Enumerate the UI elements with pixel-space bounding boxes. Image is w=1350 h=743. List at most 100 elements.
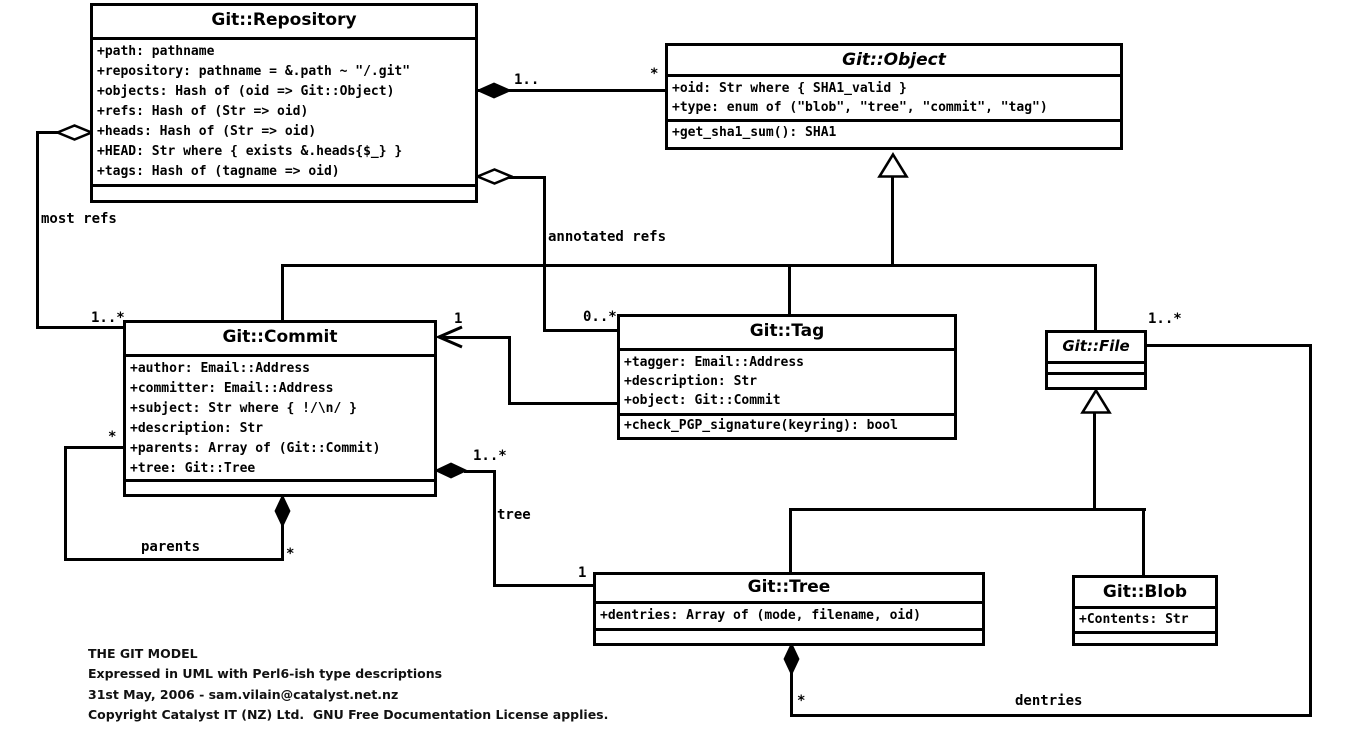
class-attributes: +path: pathname +repository: pathname = … <box>93 40 475 187</box>
edge-parents <box>64 446 123 449</box>
attribute: +type: enum of ("blob", "tree", "commit"… <box>672 100 1048 115</box>
multiplicity-label: * <box>797 693 806 709</box>
class-title: Git::Commit <box>126 323 434 357</box>
multiplicity-label: 0..* <box>583 309 617 325</box>
edge-file-generalization <box>789 508 792 572</box>
class-git-blob: Git::Blob +Contents: Str <box>1072 575 1218 646</box>
edge-label-parents: parents <box>141 539 201 555</box>
class-title: Git::Blob <box>1075 578 1215 609</box>
edge-dentries <box>790 672 793 717</box>
attribute: +dentries: Array of (mode, filename, oid… <box>600 608 921 623</box>
edge-dentries <box>1309 344 1312 717</box>
edge-label-most-refs: most refs <box>41 211 117 227</box>
class-methods <box>126 482 434 494</box>
edge-tree <box>464 470 496 473</box>
edge-tag-object <box>508 402 617 405</box>
attribute: +committer: Email::Address <box>130 381 334 396</box>
edge-parents <box>64 446 67 561</box>
class-methods <box>93 187 475 200</box>
class-methods <box>596 631 982 643</box>
edge-object-generalization <box>281 264 1097 267</box>
attribute: +Contents: Str <box>1079 612 1189 627</box>
attribute: +oid: Str where { SHA1_valid } <box>672 81 907 96</box>
edge-tree <box>493 584 593 587</box>
edge-annotated-refs <box>543 329 617 332</box>
method: +get_sha1_sum(): SHA1 <box>672 125 837 140</box>
attribute: +subject: Str where { !/\n/ } <box>130 401 357 416</box>
generalization-triangle-icon <box>1080 388 1112 414</box>
edge-tag-object <box>443 336 511 339</box>
edge-file-generalization <box>1142 508 1145 575</box>
aggregation-diamond-icon <box>476 168 513 185</box>
attribute: +tagger: Email::Address <box>624 355 805 370</box>
edge-most-refs <box>36 131 39 329</box>
edge-label-tree: tree <box>497 507 531 523</box>
association-open-arrowhead-icon <box>436 325 463 349</box>
multiplicity-label: * <box>108 429 117 445</box>
method: +check_PGP_signature(keyring): bool <box>624 418 898 433</box>
class-attributes: +author: Email::Address +committer: Emai… <box>126 357 434 482</box>
class-git-file: Git::File <box>1045 330 1147 390</box>
attribute: +description: Str <box>624 374 758 389</box>
edge-tree <box>493 470 496 587</box>
edge-most-refs <box>36 326 123 329</box>
class-git-commit: Git::Commit +author: Email::Address +com… <box>123 320 437 497</box>
class-git-tag: Git::Tag +tagger: Email::Address +descri… <box>617 314 957 440</box>
edge-label-annotated-refs: annotated refs <box>548 229 667 245</box>
multiplicity-label: 1 <box>454 311 463 327</box>
attribute: +tree: Git::Tree <box>130 461 256 476</box>
class-attributes <box>1048 364 1144 375</box>
edge-file-generalization <box>1093 411 1096 511</box>
attribute: +tags: Hash of (tagname => oid) <box>97 164 340 179</box>
edge-object-generalization <box>788 264 791 314</box>
edge-dentries <box>790 714 1312 717</box>
multiplicity-label: 1..* <box>91 310 125 326</box>
composition-diamond-icon <box>434 462 468 479</box>
attribute: +path: pathname <box>97 44 215 59</box>
edge-object-generalization <box>281 264 284 320</box>
edge-parents <box>281 524 284 561</box>
footer-title: THE GIT MODEL <box>88 646 198 661</box>
attribute: +parents: Array of (Git::Commit) <box>130 441 381 456</box>
class-methods: +get_sha1_sum(): SHA1 <box>668 122 1120 147</box>
edge-tag-object <box>508 336 511 405</box>
attribute: +repository: pathname = &.path ~ "/.git" <box>97 64 411 79</box>
class-title: Git::Object <box>668 46 1120 77</box>
class-methods: +check_PGP_signature(keyring): bool <box>620 416 954 437</box>
edge-dentries <box>1147 344 1312 347</box>
edge-object-generalization <box>891 176 894 267</box>
edge-object-generalization <box>1094 264 1097 330</box>
attribute: +HEAD: Str where { exists &.heads{$_} } <box>97 144 403 159</box>
attribute: +object: Git::Commit <box>624 393 781 408</box>
composition-diamond-icon <box>476 82 512 99</box>
multiplicity-label: 1..* <box>1148 311 1182 327</box>
footer-date-author: 31st May, 2006 - sam.vilain@catalyst.net… <box>88 687 399 702</box>
class-methods <box>1048 375 1144 387</box>
class-git-tree: Git::Tree +dentries: Array of (mode, fil… <box>593 572 985 646</box>
class-git-repository: Git::Repository +path: pathname +reposit… <box>90 3 478 203</box>
attribute: +refs: Hash of (Str => oid) <box>97 104 309 119</box>
class-attributes: +Contents: Str <box>1075 609 1215 634</box>
composition-diamond-icon <box>783 642 800 676</box>
class-title: Git::File <box>1048 333 1144 364</box>
multiplicity-label: * <box>650 66 659 82</box>
multiplicity-label: 1..* <box>473 448 507 464</box>
class-methods <box>1075 634 1215 643</box>
edge-annotated-refs <box>543 176 546 332</box>
multiplicity-label: * <box>286 546 295 562</box>
multiplicity-label: 1 <box>578 565 587 581</box>
class-title: Git::Tree <box>596 575 982 604</box>
footer-copyright: Copyright Catalyst IT (NZ) Ltd. GNU Free… <box>88 707 609 722</box>
class-attributes: +oid: Str where { SHA1_valid } +type: en… <box>668 77 1120 122</box>
edge-annotated-refs <box>508 176 546 179</box>
edge-parents <box>64 558 284 561</box>
class-title: Git::Repository <box>93 6 475 40</box>
multiplicity-label: 1.. <box>514 72 540 88</box>
composition-diamond-icon <box>274 494 291 528</box>
class-title: Git::Tag <box>620 317 954 351</box>
edge-file-generalization <box>789 508 1146 511</box>
attribute: +heads: Hash of (Str => oid) <box>97 124 317 139</box>
attribute: +author: Email::Address <box>130 361 311 376</box>
edge-most-refs <box>38 131 60 134</box>
attribute: +description: Str <box>130 421 264 436</box>
